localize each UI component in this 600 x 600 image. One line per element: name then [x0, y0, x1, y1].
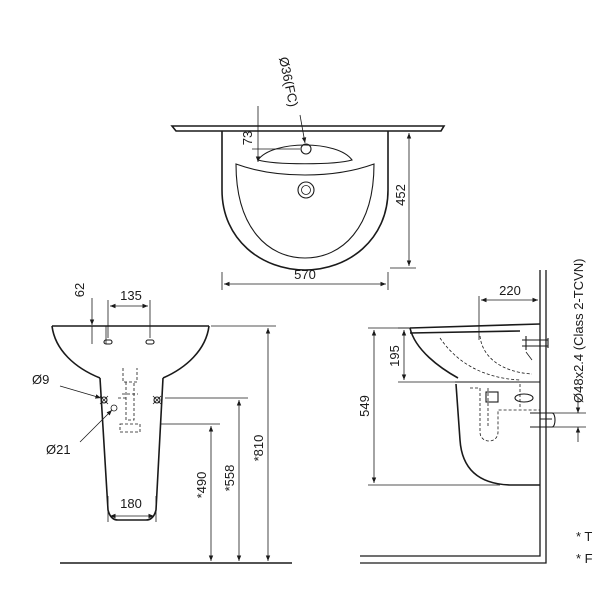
- dim-tap-hole-label: Ø36(FC): [276, 56, 301, 109]
- dim-o21-leader: [79, 409, 113, 443]
- dim-570-label: 570: [294, 267, 316, 282]
- tap-hole: [300, 143, 312, 155]
- dim-73-label: 73: [240, 131, 255, 145]
- fixing-hole-left: [100, 396, 108, 404]
- side-bracket-bolt: [522, 336, 549, 350]
- dim-o9-leader: [59, 385, 102, 399]
- dim-220-label: 220: [499, 283, 521, 298]
- fixing-hole-right: [153, 396, 161, 404]
- dim-180-label: 180: [120, 496, 142, 511]
- top-view: 570 452 73 Ø36(FC): [170, 56, 446, 290]
- front-hidden-trap: [118, 368, 141, 433]
- front-pedestal: [99, 377, 164, 521]
- dim-62-label: 62: [72, 283, 87, 297]
- side-basin-top: [409, 323, 541, 334]
- side-view: 220 195 549 Ø48x2.4 (Class 2-TCVN): [357, 259, 586, 564]
- side-wall: [360, 270, 547, 564]
- dim-o21-label: Ø21: [46, 442, 71, 457]
- note-line-1: * T: [576, 529, 592, 544]
- top-view-tap-deck: [257, 144, 353, 165]
- dim-452-label: 452: [393, 184, 408, 206]
- dim-549-label: 549: [357, 395, 372, 417]
- top-view-basin-outline: [221, 131, 389, 271]
- dim-195-label: 195: [387, 345, 402, 367]
- dim-135-label: 135: [120, 288, 142, 303]
- overflow-slot-left: [103, 339, 113, 345]
- side-trap: [470, 384, 540, 442]
- dim-tap-hole-leader: [299, 114, 307, 144]
- side-trap-nut: [485, 391, 499, 403]
- notes: * T * F: [576, 529, 593, 566]
- overflow-slot-right: [145, 339, 155, 345]
- drain-inner: [301, 185, 311, 195]
- dim-490-label: *490: [194, 472, 209, 499]
- front-basin-bowl: [51, 325, 210, 379]
- dim-o9-label: Ø9: [32, 372, 49, 387]
- front-view: 62 135 Ø9 Ø21 180 *490 *558 *810: [32, 283, 292, 564]
- top-view-wall: [170, 125, 446, 132]
- side-basin-underside: [439, 335, 533, 381]
- dim-pipe-label: Ø48x2.4 (Class 2-TCVN): [571, 259, 586, 403]
- top-view-inner-bowl: [235, 163, 375, 259]
- side-pedestal: [455, 383, 540, 486]
- side-outlet: [514, 393, 534, 403]
- dim-558-label: *558: [222, 465, 237, 492]
- dim-810-label: *810: [251, 435, 266, 462]
- drain-outer: [297, 181, 315, 199]
- note-line-2: * F: [576, 551, 593, 566]
- side-basin-front: [409, 327, 459, 379]
- side-outlet-pipe: [530, 412, 556, 428]
